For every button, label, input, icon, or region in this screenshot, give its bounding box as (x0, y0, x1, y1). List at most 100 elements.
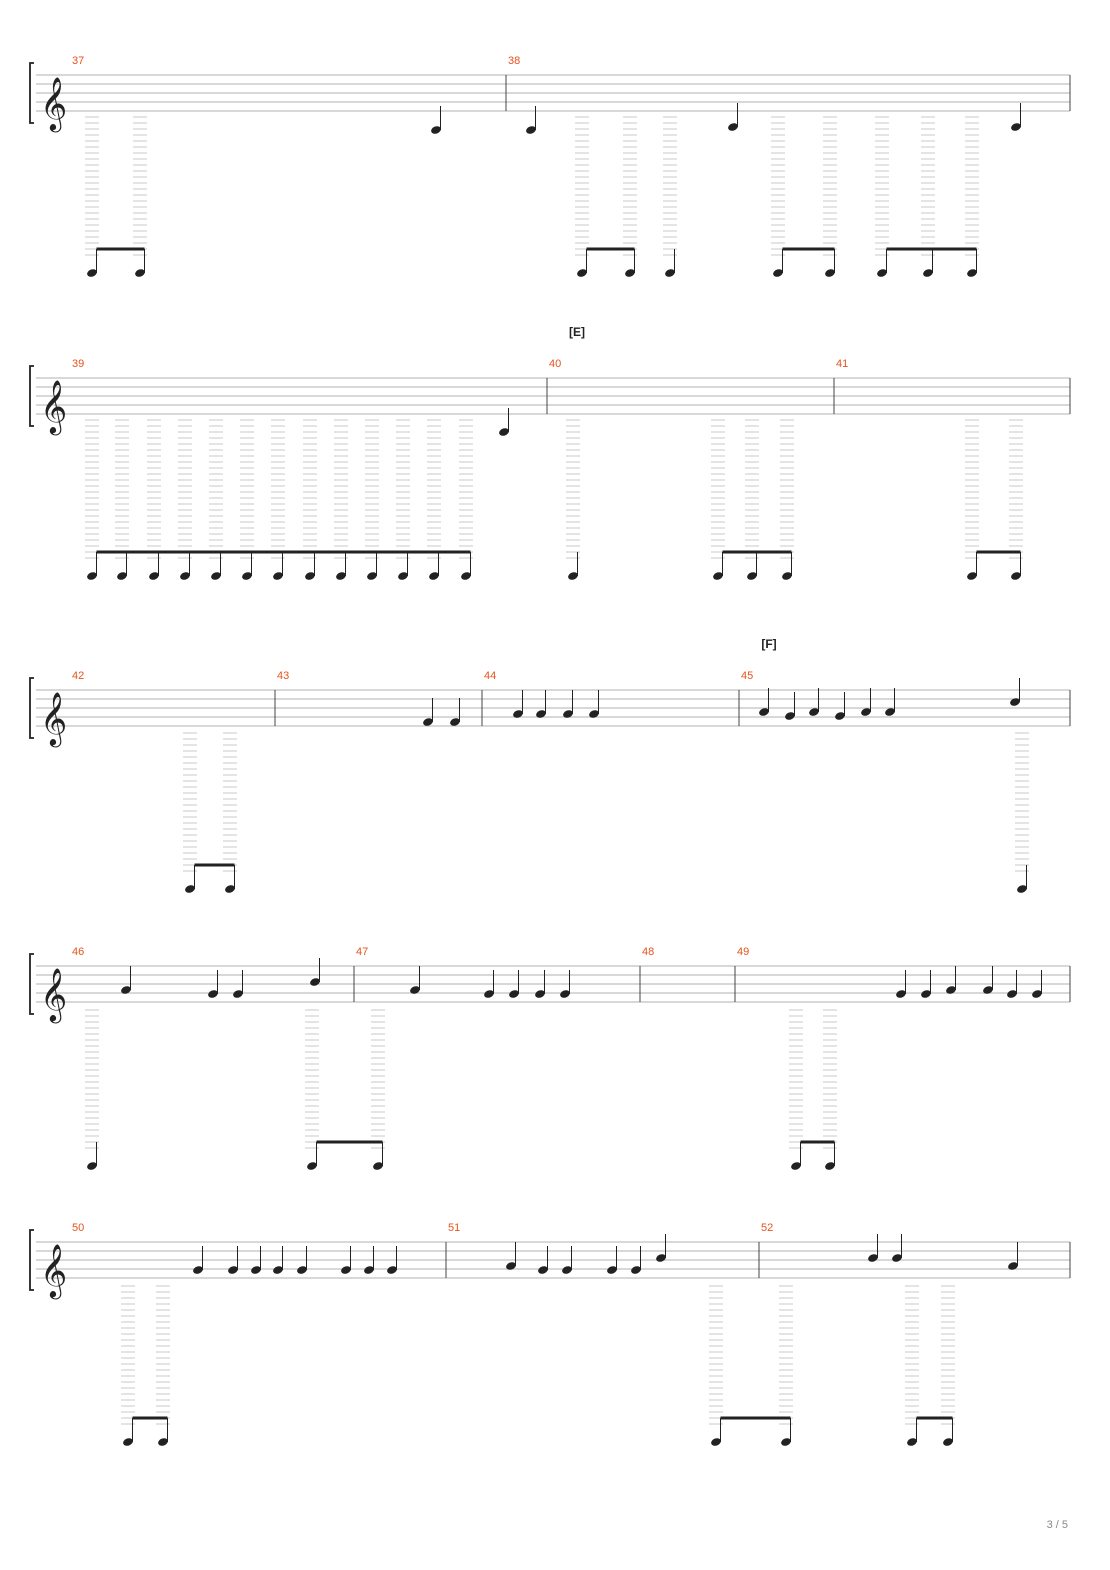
ledger-column (709, 1285, 723, 1446)
note-head (773, 269, 783, 277)
note-head (1007, 990, 1017, 998)
ledger-column (965, 116, 979, 277)
note-head (484, 990, 494, 998)
ledger-column (223, 732, 237, 893)
note-head (568, 572, 578, 580)
ledger-column (396, 419, 410, 580)
note-head (423, 718, 433, 726)
measure-number: 38 (508, 55, 520, 67)
note-head (273, 1266, 283, 1274)
note-head (1010, 698, 1020, 706)
measure-number: 47 (356, 946, 368, 958)
ledger-column (427, 419, 441, 580)
note-head (251, 1266, 261, 1274)
note-head (713, 572, 723, 580)
note-head (923, 269, 933, 277)
note-head (431, 126, 441, 134)
note-head (535, 990, 545, 998)
note-head (193, 1266, 203, 1274)
note-head (305, 572, 315, 580)
note-head (499, 428, 509, 436)
ledger-column (209, 419, 223, 580)
note-head (825, 269, 835, 277)
note-head (87, 269, 97, 277)
note-head (429, 572, 439, 580)
note-head (225, 885, 235, 893)
note-head (809, 708, 819, 716)
note-head (1008, 1262, 1018, 1270)
note-head (983, 986, 993, 994)
note-head (943, 1438, 953, 1446)
note-head (117, 572, 127, 580)
note-head (387, 1266, 397, 1274)
note-head (87, 572, 97, 580)
ledger-column (183, 732, 197, 893)
note-head (785, 712, 795, 720)
note-head (656, 1254, 666, 1262)
ledger-column (575, 116, 589, 277)
ledger-column (133, 116, 147, 277)
note-head (607, 1266, 617, 1274)
note-head (825, 1162, 835, 1170)
system-bracket (29, 677, 34, 739)
ledger-column (147, 419, 161, 580)
note-head (536, 710, 546, 718)
note-head (665, 269, 675, 277)
note-head (228, 1266, 238, 1274)
ledger-column (745, 419, 759, 580)
note-head (297, 1266, 307, 1274)
ledger-column (566, 419, 580, 580)
note-head (885, 708, 895, 716)
note-head (562, 1266, 572, 1274)
note-head (211, 572, 221, 580)
note-head (1032, 990, 1042, 998)
ledger-column (178, 419, 192, 580)
note-head (711, 1438, 721, 1446)
ledger-column (875, 116, 889, 277)
measure-number: 43 (277, 670, 289, 682)
note-head (336, 572, 346, 580)
ledger-column (85, 419, 99, 580)
ledger-column (334, 419, 348, 580)
ledger-column (663, 116, 677, 277)
ledger-column (623, 116, 637, 277)
ledger-column (779, 1285, 793, 1446)
note-head (208, 990, 218, 998)
note-head (967, 269, 977, 277)
note-head (158, 1438, 168, 1446)
note-head (1011, 572, 1021, 580)
ledger-column (156, 1285, 170, 1446)
treble-clef-icon: 𝄞 (40, 1243, 67, 1299)
note-head (921, 990, 931, 998)
ledger-column (305, 1009, 319, 1170)
section-marker: [F] (761, 637, 776, 651)
ledger-column (115, 419, 129, 580)
ledger-column (1015, 732, 1029, 893)
note-head (273, 572, 283, 580)
ledger-column (121, 1285, 135, 1446)
note-head (242, 572, 252, 580)
ledger-column (365, 419, 379, 580)
measure-number: 46 (72, 946, 84, 958)
note-head (450, 718, 460, 726)
note-head (538, 1266, 548, 1274)
measure-number: 45 (741, 670, 753, 682)
ledger-column (240, 419, 254, 580)
note-head (233, 990, 243, 998)
note-head (185, 885, 195, 893)
measure-number: 39 (72, 358, 84, 370)
measure-number: 52 (761, 1222, 773, 1234)
note-head (373, 1162, 383, 1170)
ledger-column (371, 1009, 385, 1170)
note-head (782, 572, 792, 580)
ledger-column (459, 419, 473, 580)
note-head (310, 978, 320, 986)
measure-number: 37 (72, 55, 84, 67)
note-head (367, 572, 377, 580)
ledger-column (771, 116, 785, 277)
measure-number: 42 (72, 670, 84, 682)
